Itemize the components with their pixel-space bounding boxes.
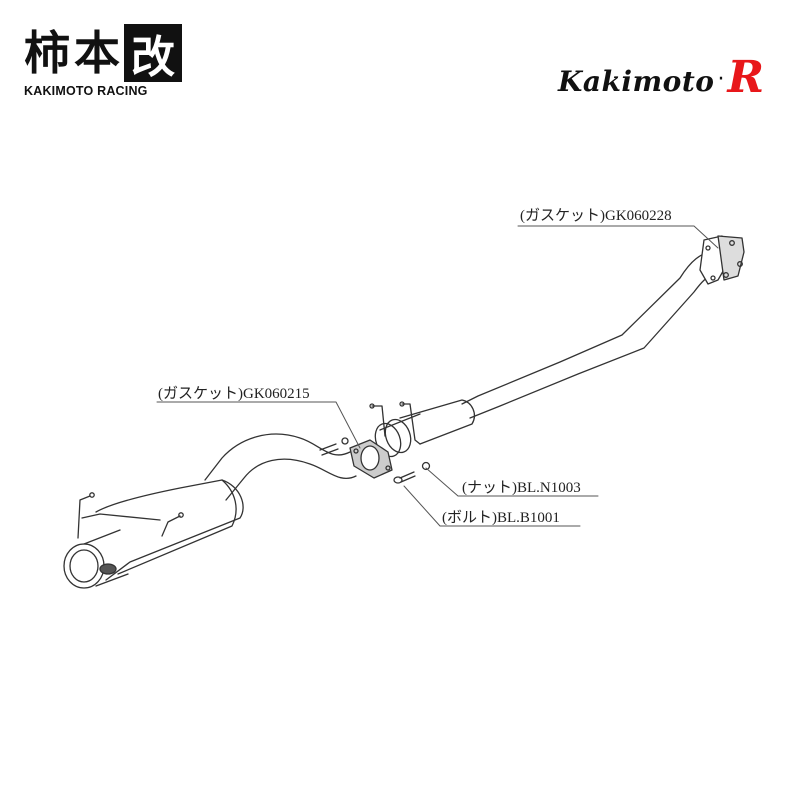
logo-kanji-2: 本 (74, 26, 120, 80)
logo-kanji-1: 柿 (24, 26, 70, 80)
brand-r-suffix: R (727, 52, 765, 103)
logo-subtitle: KAKIMOTO RACING (24, 84, 148, 98)
logo-kanji-row: 柿 本 改 (24, 24, 184, 83)
callout-bolt: (ボルト)BL.B1001 (442, 510, 560, 526)
leader-lines (156, 225, 719, 527)
callout-nut: (ナット)BL.N1003 (462, 480, 581, 496)
brand-dot: · (717, 67, 725, 92)
bolt-and-nut (393, 461, 431, 484)
rear-muffler (63, 479, 244, 589)
logo-kanji-3-box: 改 (124, 24, 182, 83)
muffler-badge (99, 563, 117, 575)
kakimoto-r-logo: Kakimoto · R (558, 52, 765, 103)
front-pipe (461, 235, 745, 419)
mid-gasket (349, 439, 393, 479)
middle-pipe (204, 433, 357, 501)
callout-gasket-mid: (ガスケット)GK060215 (158, 386, 310, 402)
brand-name: Kakimoto (558, 65, 715, 98)
callout-gasket-front: (ガスケット)GK060228 (520, 208, 672, 224)
kakimoto-racing-logo: 柿 本 改 KAKIMOTO RACING (24, 24, 184, 98)
